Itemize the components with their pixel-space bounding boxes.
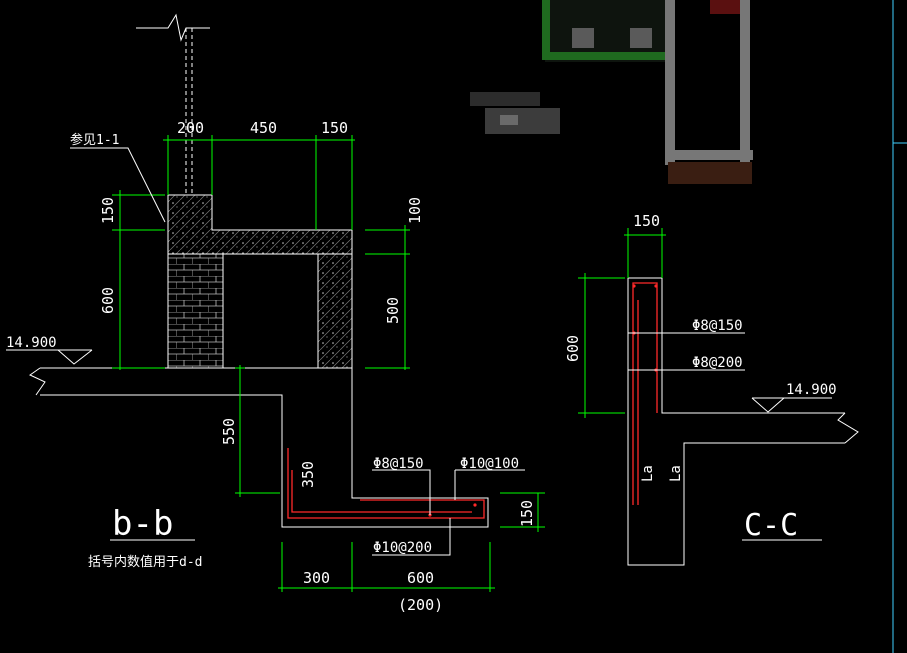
rebar-label: Φ8@150 bbox=[373, 456, 424, 472]
slab-outline bbox=[40, 367, 489, 528]
dim-top bbox=[624, 228, 666, 278]
dim-right-150 bbox=[500, 492, 545, 532]
rebar-label-leader bbox=[454, 469, 525, 500]
rebar-label: Φ10@200 bbox=[373, 540, 432, 556]
dim-left bbox=[112, 190, 165, 370]
rebar-top bbox=[291, 470, 472, 513]
dim-label: 500 bbox=[384, 297, 402, 324]
rebar-bottom bbox=[287, 448, 485, 519]
section-title: b-b bbox=[112, 504, 173, 544]
dim-label: 200 bbox=[177, 119, 204, 137]
dim-label: 150 bbox=[321, 119, 348, 137]
dim-label: 150 bbox=[518, 500, 536, 527]
wall-rebar-outer bbox=[632, 282, 658, 505]
elevation-label: 14.900 bbox=[6, 335, 57, 351]
anchorage-label: La bbox=[640, 465, 656, 482]
dim-left bbox=[578, 273, 625, 418]
callout-text: 参见1-1 bbox=[70, 132, 119, 148]
elevation-label: 14.900 bbox=[786, 382, 837, 398]
blurred-background-region bbox=[470, 0, 753, 184]
dim-label: 550 bbox=[220, 418, 238, 445]
dim-label: 450 bbox=[250, 119, 277, 137]
rebar-dot bbox=[632, 284, 636, 288]
dim-bottom bbox=[278, 542, 495, 592]
rebar-label: Φ10@100 bbox=[460, 456, 519, 472]
section-title: C-C bbox=[744, 508, 798, 543]
section-cc: 150 600 Φ8@150 Φ8@200 14.900 La La C-C bbox=[564, 212, 859, 566]
dim-label: 600 bbox=[99, 287, 117, 314]
dim-label: 350 bbox=[299, 461, 317, 488]
dim-label: 300 bbox=[303, 569, 330, 587]
slab-break-symbol bbox=[837, 412, 859, 444]
wall-outline bbox=[627, 277, 845, 566]
dim-label: 600 bbox=[564, 335, 582, 362]
dim-right-top bbox=[365, 225, 410, 370]
rebar-dot bbox=[654, 284, 658, 288]
dim-550 bbox=[235, 365, 280, 497]
dim-label: 150 bbox=[633, 212, 660, 230]
rebar-label-leader bbox=[372, 469, 431, 515]
rebar-label-leader bbox=[372, 518, 451, 556]
concrete-wall bbox=[317, 253, 353, 369]
rebar-label: Φ8@150 bbox=[692, 318, 743, 334]
break-line-symbol bbox=[136, 13, 210, 42]
slab-break-symbol bbox=[29, 367, 46, 396]
section-note: 括号内数值用于d-d bbox=[88, 554, 202, 570]
dim-label: 150 bbox=[99, 197, 117, 224]
elevation-marker bbox=[751, 397, 832, 413]
dim-top bbox=[163, 135, 355, 230]
callout-leader bbox=[70, 147, 166, 223]
dim-label: (200) bbox=[398, 596, 443, 614]
brick-wall bbox=[167, 253, 224, 369]
rebar-label: Φ8@200 bbox=[692, 355, 743, 371]
anchorage-label: La bbox=[668, 465, 684, 482]
rebar-dot bbox=[473, 503, 477, 507]
section-bb: 参见1-1 14.900 200 450 150 150 600 100 500… bbox=[6, 13, 545, 614]
elevation-marker bbox=[6, 349, 93, 365]
dim-label: 100 bbox=[406, 197, 424, 224]
dim-label: 600 bbox=[407, 569, 434, 587]
